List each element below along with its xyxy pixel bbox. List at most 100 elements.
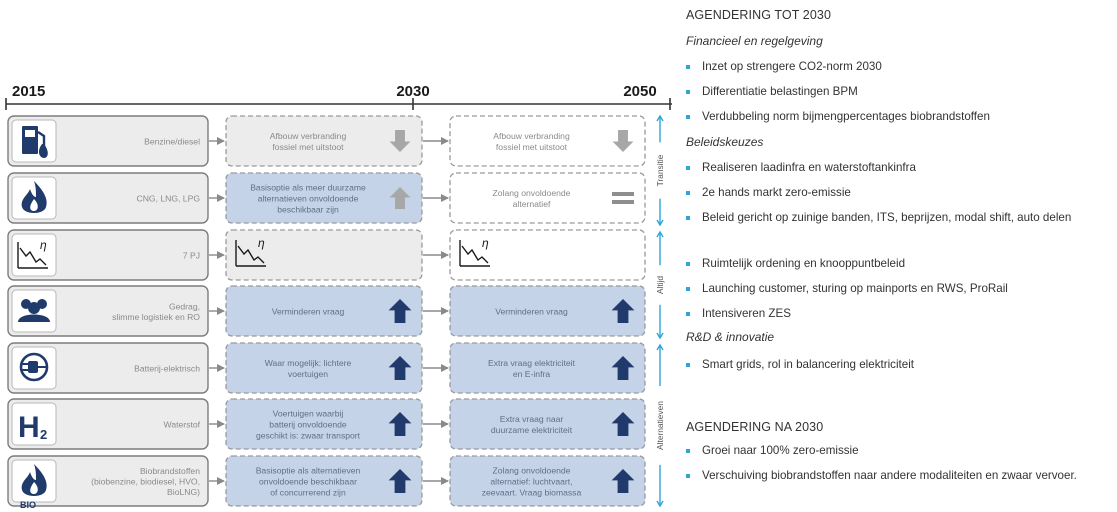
mid-box (225, 229, 423, 281)
mid-box (225, 342, 423, 394)
end-text: Extra vraag elektriciteit (488, 358, 576, 368)
category-label-alternatieven: Alternatieven (655, 401, 665, 450)
mid-text: Afbouw verbranding (270, 131, 347, 141)
fuel-label: (biobenzine, biodiesel, HVO, (91, 477, 200, 487)
mid-arrow-up-icon (388, 299, 412, 323)
fuel-icon-frame (11, 402, 57, 446)
section-beleidskeuzes: Beleidskeuzes (686, 135, 764, 149)
mid-text: Basisoptie als meer duurzame (250, 183, 366, 193)
flame-icon (21, 181, 47, 213)
policy-agenda: AGENDERING TOT 2030 Financieel en regelg… (686, 0, 1111, 512)
category-bar-arrow (656, 230, 664, 238)
bullet-icon (686, 191, 690, 195)
people-icon (18, 299, 50, 322)
bio-flame-icon: BIO (20, 464, 47, 510)
category-bar-arrow (656, 219, 664, 227)
end-arrow-up-icon (611, 469, 635, 493)
bullet-icon (686, 115, 690, 119)
end-text: en E-infra (513, 369, 550, 379)
fuel-label: Benzine/diesel (144, 137, 200, 147)
category-label-altijd: Altijd (655, 276, 665, 294)
mid-text: voertuigen (288, 369, 328, 379)
list-item: Differentiatie belastingen BPM (686, 82, 1106, 102)
mid-arrow-up-icon (389, 187, 411, 209)
end-arrow-up-icon (611, 299, 635, 323)
mid-text: Voertuigen waarbij (273, 409, 344, 419)
mid-box (225, 115, 423, 167)
end-box (449, 285, 646, 337)
fuel-box (7, 229, 209, 281)
svg-text:η: η (40, 238, 47, 252)
fuel-box (7, 398, 209, 450)
list-item: Intensiveren ZES (686, 304, 1106, 324)
end-text: Afbouw verbranding (493, 131, 570, 141)
list-item: Realiseren laadinfra en waterstoftankinf… (686, 158, 1106, 178)
fuel-icon-frame (11, 233, 57, 277)
fuel-label: CNG, LNG, LPG (136, 194, 200, 204)
end-box (449, 342, 646, 394)
end-text: zeevaart. Vraag biomassa (482, 488, 582, 498)
agenda-title-na-2030: AGENDERING NA 2030 (686, 420, 824, 434)
svg-text:H: H (18, 411, 40, 444)
end-equals-icon (612, 192, 634, 196)
bullet-icon (686, 363, 690, 367)
list-item: Launching customer, sturing op mainports… (686, 279, 1106, 299)
mid-arrow-up-icon (388, 356, 412, 380)
list-item: Verschuiving biobrandstoffen naar andere… (686, 466, 1106, 486)
end-box (449, 172, 646, 224)
list-item: 2e hands markt zero-emissie (686, 183, 1106, 203)
bullet-icon (686, 287, 690, 291)
end-box (449, 398, 646, 450)
fuel-label: Gedrag, (169, 301, 200, 311)
list-item: Smart grids, rol in balancering elektric… (686, 355, 1106, 375)
end-text: Zolang onvoldoende (493, 466, 571, 476)
mid-text: Waar mogelijk: lichtere (265, 358, 352, 368)
fuel-label: 7 PJ (183, 251, 200, 261)
svg-text:η: η (258, 236, 265, 250)
mid-box (225, 285, 423, 337)
efficiency-curve-icon: η (17, 238, 48, 269)
end-arrow-up-icon (611, 356, 635, 380)
bullet-icon (686, 262, 690, 266)
agenda-title-tot-2030: AGENDERING TOT 2030 (686, 8, 832, 22)
mid-text: fossiel met uitstoot (272, 142, 344, 152)
mid-arrow-up-icon (388, 469, 412, 493)
category-bar-arrow (656, 500, 664, 508)
end-box (449, 115, 646, 167)
end-text: Verminderen vraag (495, 307, 568, 317)
fuel-box (7, 172, 209, 224)
end-text: fossiel met uitstoot (496, 142, 568, 152)
fuel-label: Waterstof (164, 420, 201, 430)
end-text: alternatief: luchtvaart, (490, 477, 572, 487)
end-text: Zolang onvoldoende (493, 188, 571, 198)
fuel-label: BioLNG) (167, 487, 200, 497)
fuel-box (7, 285, 209, 337)
mid-text: batterij onvoldoende (269, 420, 347, 430)
list-item: Beleid gericht op zuinige banden, ITS, b… (686, 208, 1106, 228)
mid-text: beschikbaar zijn (277, 205, 339, 215)
end-box (449, 455, 646, 507)
mid-text: Verminderen vraag (272, 307, 345, 317)
category-bar-arrow (656, 332, 664, 340)
end-text: Extra vraag naar (500, 414, 564, 424)
category-bar-arrow (656, 343, 664, 351)
mid-text: Basisoptie als alternatieven (256, 466, 361, 476)
fuel-label: Batterij-elektrisch (134, 364, 200, 374)
mid-box (225, 455, 423, 507)
mid-arrow-up-icon (388, 412, 412, 436)
end-arrow-down-icon (612, 130, 634, 152)
end-box (449, 229, 646, 281)
list-item: Ruimtelijk ordening en knooppuntbeleid (686, 254, 1106, 274)
year-label-2050: 2050 (623, 83, 656, 100)
bullet-icon (686, 90, 690, 94)
mid-text: geschikt is: zwaar transport (256, 431, 361, 441)
fuel-box (7, 115, 209, 167)
list-item: Verdubbeling norm bijmengpercentages bio… (686, 107, 1106, 127)
fuel-label: slimme logistiek en RO (112, 312, 200, 322)
bullet-icon (686, 65, 690, 69)
fuel-box (7, 455, 209, 507)
svg-text:BIO: BIO (20, 500, 36, 510)
category-bar-arrow (656, 114, 664, 122)
